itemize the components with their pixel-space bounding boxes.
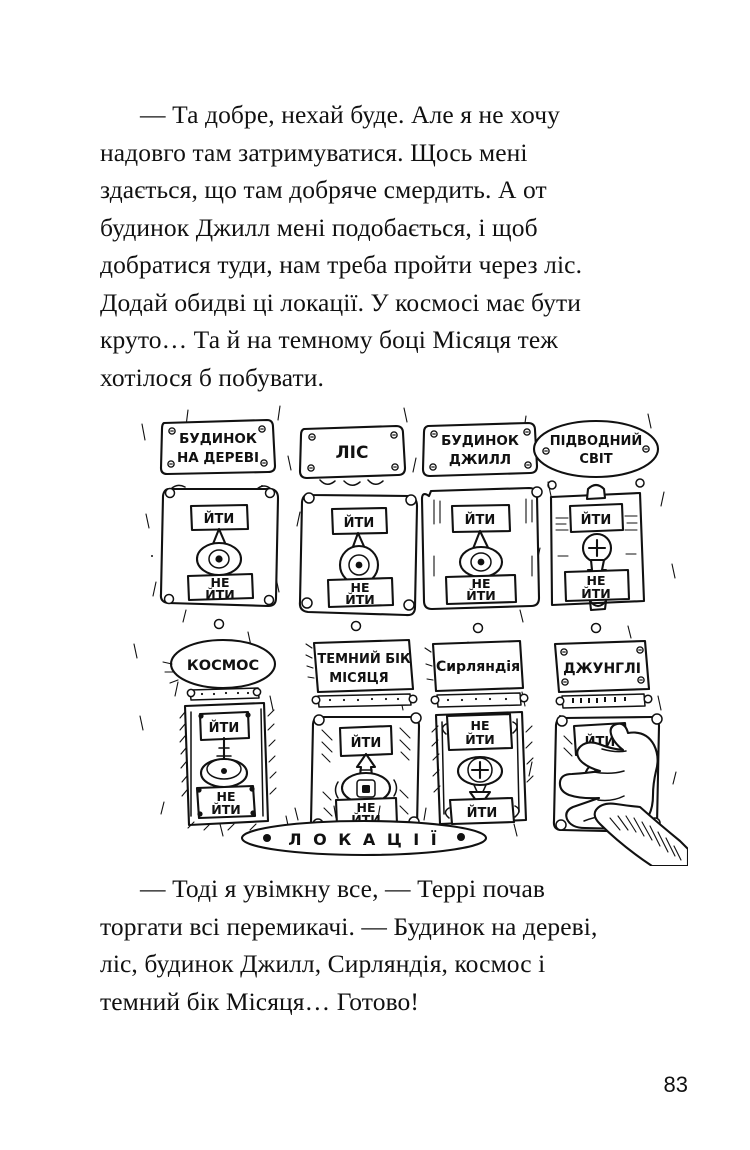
- panel-forest-name-1: ЛІС: [336, 443, 369, 463]
- panel-cheeseland[interactable]: Сирляндія: [424, 639, 534, 826]
- panel-treehouse-off-label-2: ЙТИ: [205, 587, 234, 602]
- panel-treehouse-off-label-1: НЕ: [210, 575, 229, 590]
- panel-space-name-1: КОСМОС: [187, 658, 259, 674]
- panel-dark-side-of-the-moon-nameplate: ТЕМНИЙ БІК МІСЯЦЯ: [305, 638, 415, 694]
- switchboard-drawing: .ln { fill:none; stroke:#111; stroke-wid…: [133, 405, 688, 866]
- panel-treehouse-name-2: НА ДЕРЕВІ: [177, 450, 259, 466]
- panel-jills-house[interactable]: БУДИНОК ДЖИЛЛ ЙТИ: [420, 421, 543, 611]
- panel-jungle-body[interactable]: ЙТИ: [552, 713, 688, 866]
- panel-cheeseland-connector: [430, 692, 529, 708]
- page-number: 83: [663, 1072, 688, 1097]
- panel-space-nameplate: КОСМОС: [162, 638, 277, 690]
- panel-cheeseland-body[interactable]: НЕ ЙТИ ЙТИ: [431, 710, 534, 826]
- forearm: [593, 802, 688, 866]
- panel-jungle[interactable]: ДЖУНГЛІ: [552, 639, 688, 866]
- background-texture: [133, 405, 677, 841]
- panel-forest-knob[interactable]: [338, 531, 380, 586]
- panel-treehouse-name-1: БУДИНОК: [179, 431, 257, 447]
- panel-underwater-world-nameplate: ПІДВОДНИЙ СВІТ: [532, 419, 660, 479]
- panel-dark-side-of-the-moon[interactable]: ТЕМНИЙ БІК МІСЯЦЯ: [305, 638, 422, 836]
- panel-jills-house-off-label-1: НЕ: [471, 576, 490, 591]
- panel-dsotm-on-label: ЙТИ: [351, 735, 382, 751]
- panel-cheeseland-knob[interactable]: [456, 755, 504, 808]
- panel-jills-house-off-label-2: ЙТИ: [466, 588, 495, 603]
- panel-jills-house-knob[interactable]: [458, 529, 504, 579]
- panel-cheeseland-off-label-2: ЙТИ: [465, 732, 494, 747]
- panel-dsotm-name-2: МІСЯЦЯ: [329, 671, 388, 686]
- panel-treehouse[interactable]: БУДИНОК НА ДЕРЕВІ ЙТИ: [159, 418, 280, 608]
- panel-forest[interactable]: ЛІС ЙТИ: [298, 424, 419, 617]
- paragraph-bottom: — Тоді я увімкну все, — Террі почав торг…: [100, 870, 630, 1020]
- locations-switchboard-illustration: .ln { fill:none; stroke:#111; stroke-wid…: [128, 396, 688, 866]
- panel-treehouse-nameplate: БУДИНОК НА ДЕРЕВІ: [159, 418, 277, 476]
- panel-space-on-label: ЙТИ: [209, 720, 240, 736]
- hand-grabbing-switch: [558, 722, 659, 831]
- locations-caption: Л О К А Ц І Ї: [240, 805, 488, 857]
- panel-underwater-world-on-label: ЙТИ: [581, 512, 612, 528]
- panel-jills-house-body[interactable]: ЙТИ НЕ ЙТИ: [420, 486, 543, 611]
- panel-jungle-name-1: ДЖУНГЛІ: [563, 661, 641, 677]
- panel-space-connector: [186, 687, 262, 701]
- panel-forest-body[interactable]: ЙТИ НЕ ЙТИ: [298, 492, 419, 617]
- panel-jills-house-name-1: БУДИНОК: [441, 433, 519, 449]
- panel-underwater-world-name-1: ПІДВОДНИЙ: [550, 433, 642, 449]
- panel-cheeseland-nameplate: Сирляндія: [424, 639, 525, 693]
- panel-cheeseland-off-label-1: НЕ: [470, 718, 489, 733]
- paragraph-top-text: — Та добре, нехай буде. Але я не хочу на…: [100, 100, 583, 392]
- panel-treehouse-body[interactable]: ЙТИ НЕ ЙТИ: [159, 484, 280, 608]
- panel-forest-connector: [319, 479, 384, 486]
- panel-forest-off-label-2: ЙТИ: [345, 592, 374, 607]
- panel-forest-off-label-1: НЕ: [350, 580, 369, 595]
- panel-underwater-world-studs: [547, 478, 645, 490]
- panel-underwater-world-body[interactable]: ЙТИ НЕ ЙТИ: [549, 483, 646, 612]
- panel-dsotm-body[interactable]: ЙТИ НЕ ЙТИ: [309, 712, 422, 836]
- paragraph-bottom-text: — Тоді я увімкну все, — Террі почав торг…: [100, 874, 598, 1016]
- panel-underwater-world-off-label-2: ЙТИ: [581, 586, 610, 601]
- row-divider-studs: [213, 618, 602, 634]
- panel-forest-on-label: ЙТИ: [344, 515, 375, 531]
- panel-treehouse-knob[interactable]: [195, 527, 243, 577]
- panel-underwater-world-off-label-1: НЕ: [586, 573, 605, 588]
- panel-underwater-world-name-2: СВІТ: [579, 452, 612, 467]
- panel-jills-house-name-2: ДЖИЛЛ: [449, 452, 511, 468]
- panel-jungle-connector: [555, 693, 653, 709]
- panel-forest-nameplate: ЛІС: [298, 424, 407, 480]
- panel-dsotm-name-1: ТЕМНИЙ БІК: [317, 651, 411, 667]
- panel-treehouse-on-label: ЙТИ: [204, 511, 235, 527]
- panel-space-off-label-2: ЙТИ: [211, 802, 240, 817]
- panel-space-off-label-1: НЕ: [216, 789, 235, 804]
- panel-jills-house-nameplate: БУДИНОК ДЖИЛЛ: [421, 421, 539, 478]
- panel-dsotm-off-label-1: НЕ: [356, 800, 375, 815]
- panel-dsotm-connector: [311, 693, 418, 708]
- panel-space-body[interactable]: ЙТИ НЕ ЙТИ: [179, 701, 277, 831]
- panel-space[interactable]: КОСМОС: [162, 638, 277, 831]
- panel-cheeseland-name-1: Сирляндія: [436, 659, 520, 675]
- panel-jills-house-on-label: ЙТИ: [465, 512, 496, 528]
- paragraph-top: — Та добре, нехай буде. Але я не хочу на…: [100, 96, 630, 396]
- panel-underwater-world[interactable]: ПІДВОДНИЙ СВІТ: [532, 419, 660, 612]
- locations-caption-text: Л О К А Ц І Ї: [288, 830, 440, 849]
- panel-jungle-nameplate: ДЖУНГЛІ: [553, 639, 651, 694]
- panel-cheeseland-on-label: ЙТИ: [467, 805, 498, 821]
- panel-dsotm-knob[interactable]: [334, 752, 398, 805]
